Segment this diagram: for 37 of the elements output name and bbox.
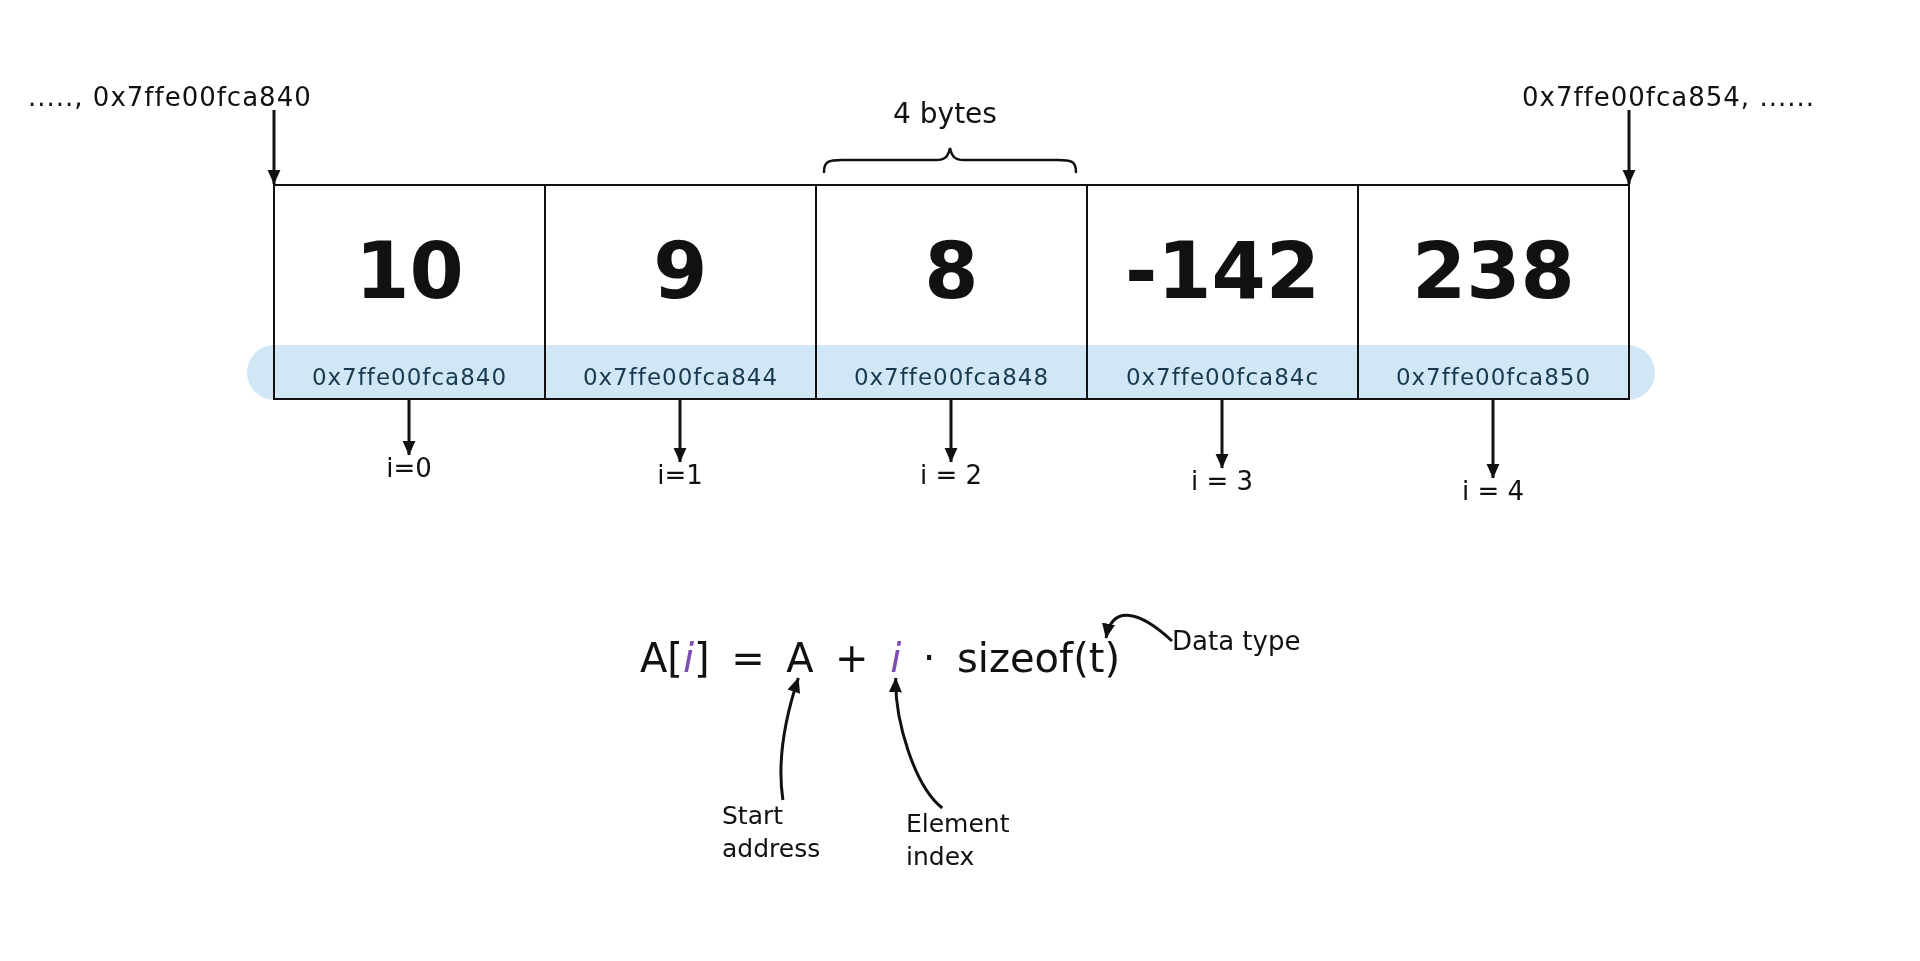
arrow [1215,400,1229,469]
memory-address: 0x7ffe00fca850 [1395,366,1592,389]
cell-value: 8 [924,232,979,310]
arrow [779,677,801,801]
memory-address: 0x7ffe00fca844 [582,366,779,389]
address-label: ....., 0x7ffe00fca840 [28,84,312,110]
arrow [944,400,958,463]
array-cell [273,184,546,400]
annotation-text: Element index [906,808,1010,873]
arrow [1103,614,1173,643]
array-cell [1086,184,1359,400]
arrow [267,110,281,185]
index-label: i=0 [386,455,432,481]
arrow [889,677,944,810]
array-cell [815,184,1088,400]
index-label: i = 4 [1461,478,1525,504]
annotation-text: Data type [1172,628,1301,654]
memory-address: 0x7ffe00fca848 [853,366,1050,389]
formula: A[i] = A + i · sizeof(t) [640,638,1121,678]
annotation-text: Start address [722,800,821,865]
cell-value: 9 [653,232,708,310]
memory-address: 0x7ffe00fca84c [1125,366,1320,389]
arrow [402,400,416,456]
index-label: i = 3 [1190,468,1254,494]
index-label: i=1 [657,462,703,488]
cell-value: -142 [1124,232,1321,310]
arrow [1486,400,1500,479]
array-cell [544,184,817,400]
dimension-label: 4 bytes [893,100,997,128]
arrow [673,400,687,463]
cell-value: 10 [355,232,464,310]
memory-address: 0x7ffe00fca840 [311,366,508,389]
array-cell [1357,184,1630,400]
cell-value: 238 [1412,232,1575,310]
arrow [1622,110,1636,185]
index-label: i = 2 [919,462,983,488]
address-label: 0x7ffe00fca854, ...... [1522,84,1815,110]
